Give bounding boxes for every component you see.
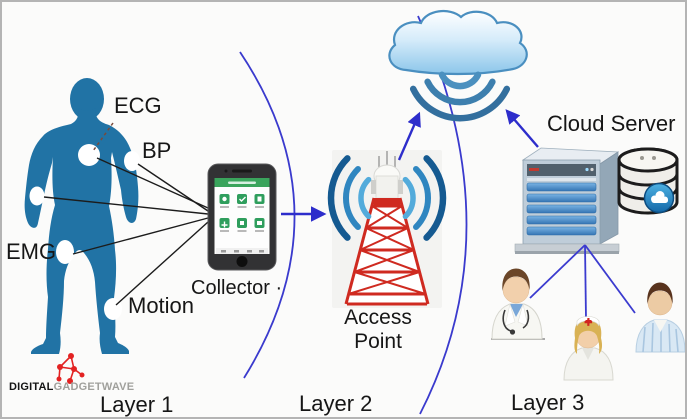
sensor-label-bp: BP <box>142 138 172 163</box>
access-point-label: Access Point <box>344 306 412 354</box>
sensor-label-motion: Motion <box>128 293 195 318</box>
tower-cross-braces <box>348 205 426 295</box>
phone-nav-bar <box>216 248 268 254</box>
watermark-brand-light: GADGETWAVE <box>53 381 135 393</box>
layer2-label: Layer 2 <box>299 391 373 416</box>
server-to-users-links <box>529 244 636 320</box>
nurse-avatar <box>563 316 614 381</box>
phone-camera <box>224 169 228 173</box>
collector-smartphone <box>207 163 277 271</box>
cloud-badge-icon <box>643 182 675 214</box>
cloud-server-label: Cloud Server <box>547 111 676 136</box>
layer1-label: Layer 1 <box>100 392 174 417</box>
sensor-label-emg: EMG <box>6 239 57 264</box>
nurse-cap-icon <box>576 316 600 327</box>
bp-sensor-node <box>124 151 140 171</box>
wifi-signal-icon <box>327 155 447 241</box>
watermark-brand-bold: DIGITAL <box>9 381 54 393</box>
server-drive-slats <box>526 182 597 236</box>
cloud-wifi-broadcast-icon <box>409 71 511 122</box>
server-to-cloud-arrow <box>505 109 539 148</box>
emg-sensor-node <box>56 240 74 264</box>
watermark-logo <box>56 353 85 384</box>
cloud-server <box>514 147 620 254</box>
ecg-sensor-node <box>78 144 100 166</box>
stethoscope-icon <box>502 309 530 335</box>
accesspoint-to-cloud-arrow <box>397 111 421 161</box>
human-body-silhouette <box>24 78 140 354</box>
patient-avatar <box>635 282 685 353</box>
wrist-sensor-node <box>29 186 45 206</box>
sensor-label-ecg: ECG <box>114 93 162 118</box>
phone-screen <box>214 178 270 254</box>
health-app-icons <box>219 194 265 232</box>
doctor-avatar <box>491 268 545 340</box>
access-point-tower <box>327 150 447 308</box>
sensor-links <box>43 157 209 306</box>
watermark-brand: DIGITALGADGETWAVE <box>9 381 134 393</box>
cloud-icon <box>388 9 528 122</box>
database-icon <box>617 147 679 215</box>
phone-speaker <box>232 169 252 173</box>
layer3-label: Layer 3 <box>511 390 585 415</box>
phone-home-button <box>236 256 248 267</box>
collector-label: Collector · <box>191 277 283 299</box>
